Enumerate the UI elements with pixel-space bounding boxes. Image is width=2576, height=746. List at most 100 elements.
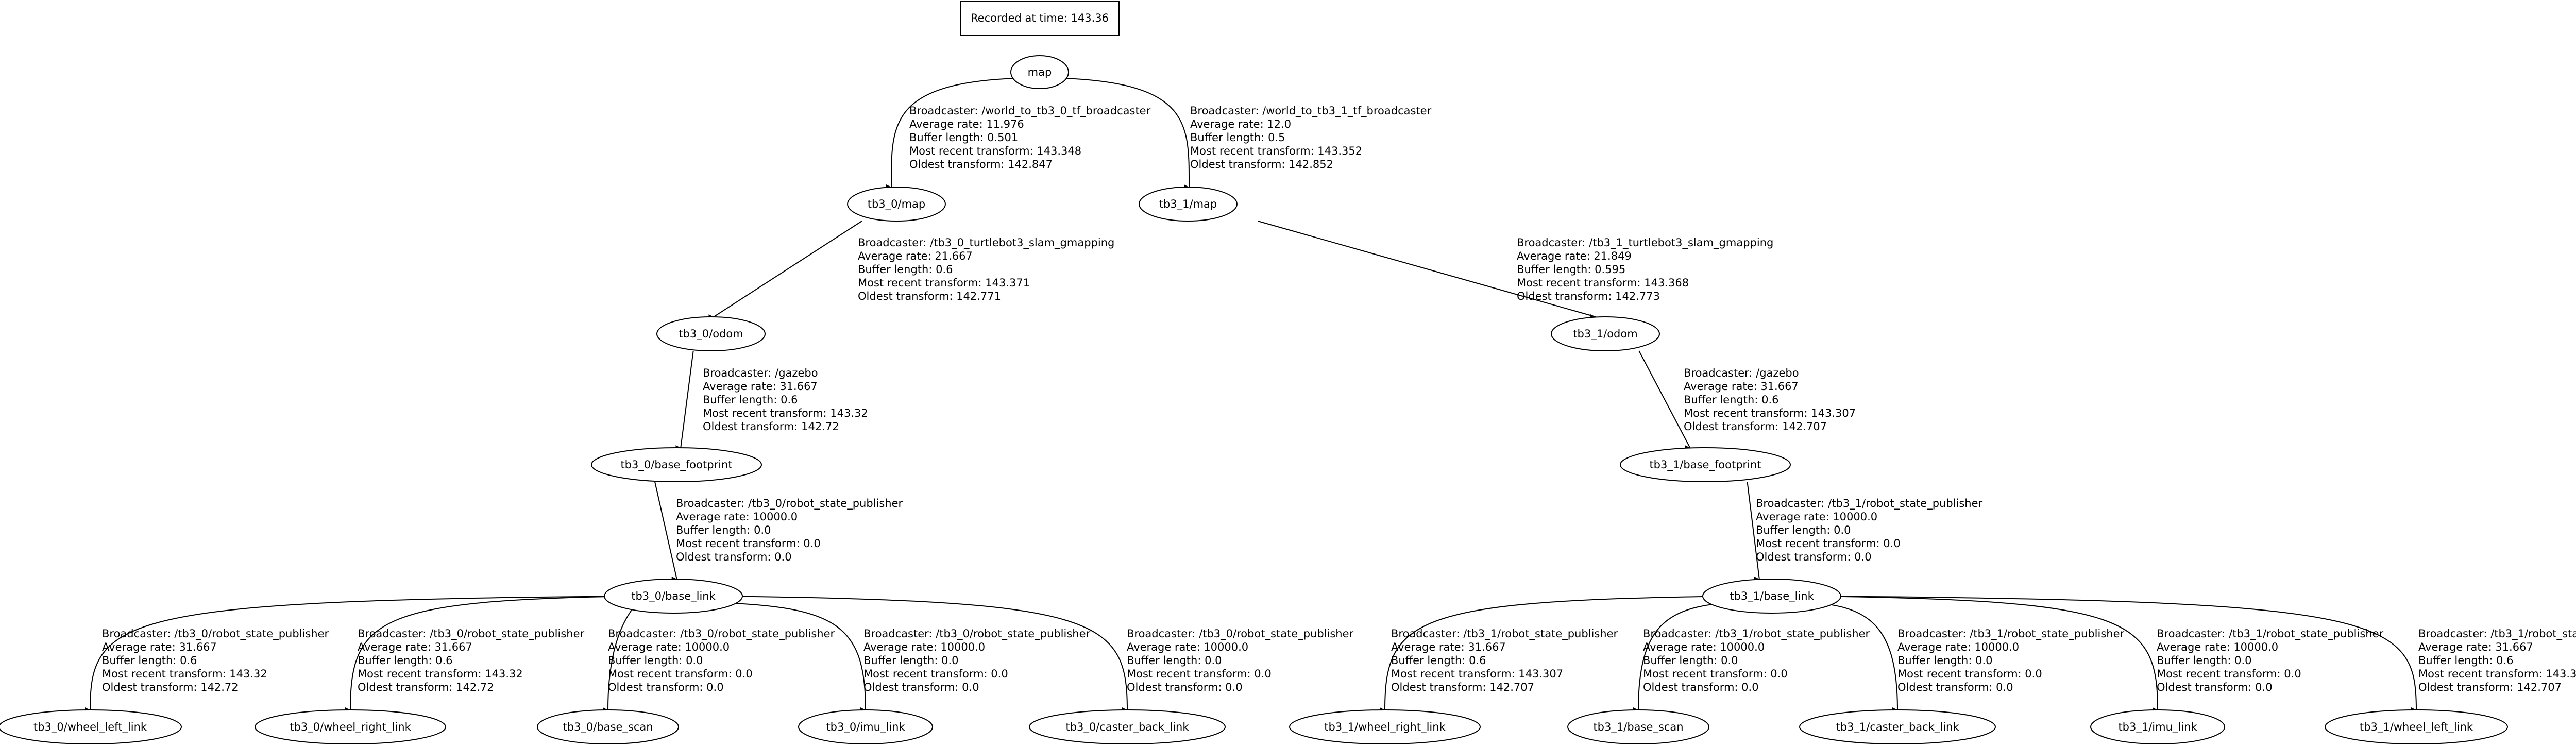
node-tb3-1-base-scan: tb3_1/base_scan xyxy=(1567,709,1709,744)
edge-arrow-tb3-0-footprint-base-link xyxy=(654,481,677,582)
edge-label-line: Broadcaster: /tb3_1/robot_state_publishe… xyxy=(1897,628,2125,640)
edge-label-line: Oldest transform: 0.0 xyxy=(1897,681,2013,693)
node-tb3-1-base-link: tb3_1/base_link xyxy=(1702,579,1841,614)
node-tb3-0-map: tb3_0/map xyxy=(847,186,946,222)
edge-label-line: Oldest transform: 142.72 xyxy=(102,681,239,693)
edge-label-line: Average rate: 31.667 xyxy=(1684,380,1799,393)
edge-label-tb3-0-wheel-left: Broadcaster: /tb3_0/robot_state_publishe… xyxy=(102,628,329,693)
edge-label-line: Broadcaster: /tb3_0/robot_state_publishe… xyxy=(1127,628,1354,640)
edge-labels-layer: Broadcaster: /world_to_tb3_0_tf_broadcas… xyxy=(102,105,2576,693)
edge-label-line: Broadcaster: /tb3_0/robot_state_publishe… xyxy=(676,497,903,510)
edge-label-line: Oldest transform: 142.707 xyxy=(1684,420,1827,433)
edge-label-line: Oldest transform: 142.773 xyxy=(1517,290,1660,302)
node-ellipse xyxy=(1289,709,1481,744)
edge-arrow-tb3-1-base-scan xyxy=(1633,602,1734,713)
edge-label-line: Broadcaster: /tb3_1/robot_state_publishe… xyxy=(2157,628,2384,640)
edge-label-line: Buffer length: 0.0 xyxy=(1127,654,1222,667)
node-tb3-0-odom: tb3_0/odom xyxy=(656,316,766,351)
edge-label-line: Most recent transform: 0.0 xyxy=(2157,668,2301,680)
edge-label-line: Oldest transform: 142.72 xyxy=(358,681,494,693)
node-tb3-0-imu-link: tb3_0/imu_link xyxy=(798,709,933,744)
edge-label-line: Average rate: 10000.0 xyxy=(1127,641,1248,653)
edge-label-line: Broadcaster: /tb3_1/robot_state_publishe… xyxy=(1756,497,1983,510)
node-label: tb3_1/caster_back_link xyxy=(1836,721,1959,734)
node-label: tb3_0/base_footprint xyxy=(620,459,732,471)
edge-label-line: Oldest transform: 0.0 xyxy=(2157,681,2273,693)
edge-label-line: Broadcaster: /world_to_tb3_1_tf_broadcas… xyxy=(1190,105,1432,117)
node-tb3-1-base-footprint: tb3_1/base_footprint xyxy=(1620,447,1791,482)
node-ellipse xyxy=(1799,709,1996,744)
node-tb3-0-caster-back-link: tb3_0/caster_back_link xyxy=(1029,709,1226,744)
edge-label-line: Most recent transform: 0.0 xyxy=(863,668,1008,680)
edge-arrow-tb3-1-map-odom xyxy=(1257,221,1596,319)
edge-label-line: Average rate: 12.0 xyxy=(1190,118,1291,130)
edge-arrow-tb3-0-wheel-left xyxy=(85,596,636,713)
edge-label-line: Most recent transform: 143.32 xyxy=(703,407,868,419)
edge-label-line: Broadcaster: /tb3_1/robot_state_publishe… xyxy=(1391,628,1618,640)
node-ellipse xyxy=(656,316,766,351)
edge-label-line: Most recent transform: 143.32 xyxy=(358,668,523,680)
edge-arrow-tb3-1-footprint-base-link xyxy=(1747,481,1760,582)
edge-label-line: Oldest transform: 0.0 xyxy=(1756,551,1872,563)
edge-label-line: Buffer length: 0.595 xyxy=(1517,263,1625,276)
edge-label-tb3-0-wheel-right: Broadcaster: /tb3_0/robot_state_publishe… xyxy=(358,628,585,693)
edge-label-line: Average rate: 21.667 xyxy=(858,250,973,262)
edge-label-tb3-1-imu: Broadcaster: /tb3_1/robot_state_publishe… xyxy=(2157,628,2384,693)
edge-label-line: Average rate: 10000.0 xyxy=(1756,511,1877,523)
node-map: map xyxy=(1010,55,1069,89)
edge-label-line: Most recent transform: 143.348 xyxy=(909,145,1081,157)
edge-label-line: Buffer length: 0.0 xyxy=(676,524,771,536)
edge-arrow-tb3-1-wheel-right xyxy=(1380,596,1734,713)
edges-layer xyxy=(85,78,2417,713)
edge-label-tb3-0-footprint-base-link: Broadcaster: /tb3_0/robot_state_publishe… xyxy=(676,497,903,563)
edge-label-line: Most recent transform: 143.32 xyxy=(102,668,267,680)
node-label: tb3_0/wheel_right_link xyxy=(290,721,411,734)
edge-label-line: Broadcaster: /tb3_0/robot_state_publishe… xyxy=(863,628,1091,640)
node-label: tb3_1/imu_link xyxy=(2118,721,2197,734)
node-ellipse xyxy=(1010,55,1069,89)
edge-label-line: Buffer length: 0.0 xyxy=(863,654,959,667)
edge-label-line: Oldest transform: 0.0 xyxy=(608,681,724,693)
edge-label-line: Oldest transform: 142.72 xyxy=(703,420,839,433)
edge-label-tb3-0-imu: Broadcaster: /tb3_0/robot_state_publishe… xyxy=(863,628,1091,693)
node-ellipse xyxy=(1139,186,1238,222)
edge-arrow-tb3-1-imu xyxy=(1809,596,2158,713)
edge-arrow-tb3-0-odom-footprint xyxy=(675,350,694,450)
edge-label-line: Broadcaster: /tb3_0_turtlebot3_slam_gmap… xyxy=(858,236,1114,249)
edge-label-tb3-1-wheel-left: Broadcaster: /tb3_1/robot_state_publishe… xyxy=(2418,628,2576,693)
edge-label-line: Most recent transform: 0.0 xyxy=(1127,668,1272,680)
node-ellipse xyxy=(591,447,762,482)
edge-label-tb3-0-caster: Broadcaster: /tb3_0/robot_state_publishe… xyxy=(1127,628,1354,693)
node-ellipse xyxy=(2090,709,2225,744)
recorded-time-label: Recorded at time: 143.36 xyxy=(971,12,1109,24)
node-ellipse xyxy=(847,186,946,222)
node-label: tb3_0/caster_back_link xyxy=(1065,721,1189,734)
node-label: tb3_0/base_scan xyxy=(563,721,653,734)
edge-label-line: Average rate: 10000.0 xyxy=(1897,641,2019,653)
node-label: tb3_0/odom xyxy=(679,328,743,341)
edge-label-line: Average rate: 10000.0 xyxy=(2157,641,2278,653)
edge-label-line: Broadcaster: /tb3_0/robot_state_publishe… xyxy=(102,628,329,640)
node-tb3-1-caster-back-link: tb3_1/caster_back_link xyxy=(1799,709,1996,744)
edge-label-line: Buffer length: 0.0 xyxy=(608,654,703,667)
edge-label-line: Buffer length: 0.5 xyxy=(1190,131,1285,144)
node-ellipse xyxy=(1620,447,1791,482)
edge-arrow-tb3-0-imu xyxy=(711,602,866,713)
node-ellipse xyxy=(537,709,679,744)
edge-arrow-map-tb3-0-map xyxy=(886,78,1015,190)
edge-label-line: Broadcaster: /tb3_0/robot_state_publishe… xyxy=(608,628,835,640)
edge-label-tb3-0-map-odom: Broadcaster: /tb3_0_turtlebot3_slam_gmap… xyxy=(858,236,1114,302)
edge-label-line: Most recent transform: 0.0 xyxy=(608,668,753,680)
edge-label-line: Most recent transform: 0.0 xyxy=(1897,668,2042,680)
node-label: tb3_1/wheel_left_link xyxy=(2360,721,2473,734)
edge-label-line: Buffer length: 0.6 xyxy=(2418,654,2514,667)
node-label: tb3_1/base_scan xyxy=(1593,721,1683,734)
edge-arrow-tb3-0-map-odom xyxy=(708,221,862,319)
edge-label-line: Average rate: 10000.0 xyxy=(863,641,985,653)
node-label: tb3_0/imu_link xyxy=(826,721,905,734)
node-label: tb3_0/base_link xyxy=(631,590,716,603)
node-label: tb3_1/wheel_right_link xyxy=(1324,721,1446,734)
edge-label-line: Most recent transform: 143.307 xyxy=(2418,668,2576,680)
